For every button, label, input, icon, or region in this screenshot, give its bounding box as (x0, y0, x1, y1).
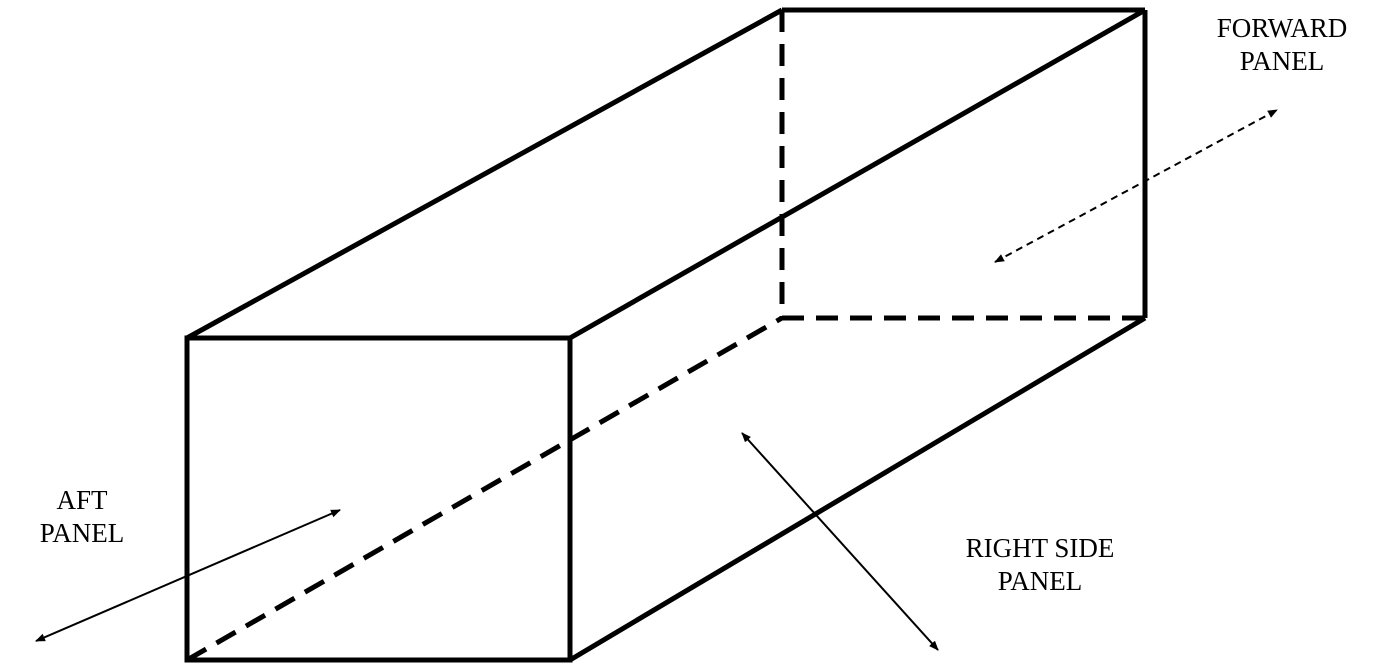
right-side-panel-label-line2: PANEL (997, 566, 1083, 596)
front-face (184, 335, 573, 663)
forward-panel-label-line1: FORWARD (1216, 13, 1348, 43)
aft-panel-arrow (35, 509, 341, 642)
aft-panel-label-line2: PANEL (39, 518, 125, 548)
hidden-bottom-left-edge (185, 315, 784, 663)
forward-panel-arrow (994, 109, 1278, 263)
right-side-panel-label: RIGHT SIDE PANEL (915, 532, 1165, 598)
right-side-panel-label-line1: RIGHT SIDE (965, 533, 1115, 563)
bottom-right-edge (568, 315, 1147, 663)
right-side-panel-arrow (741, 432, 939, 651)
top-left-edge (185, 7, 784, 341)
forward-panel-label: FORWARD PANEL (1182, 12, 1382, 78)
top-right-edge (568, 7, 1147, 341)
forward-panel-label-line2: PANEL (1239, 46, 1325, 76)
aft-panel-label: AFT PANEL (2, 484, 162, 550)
aft-panel-label-line1: AFT (56, 485, 108, 515)
